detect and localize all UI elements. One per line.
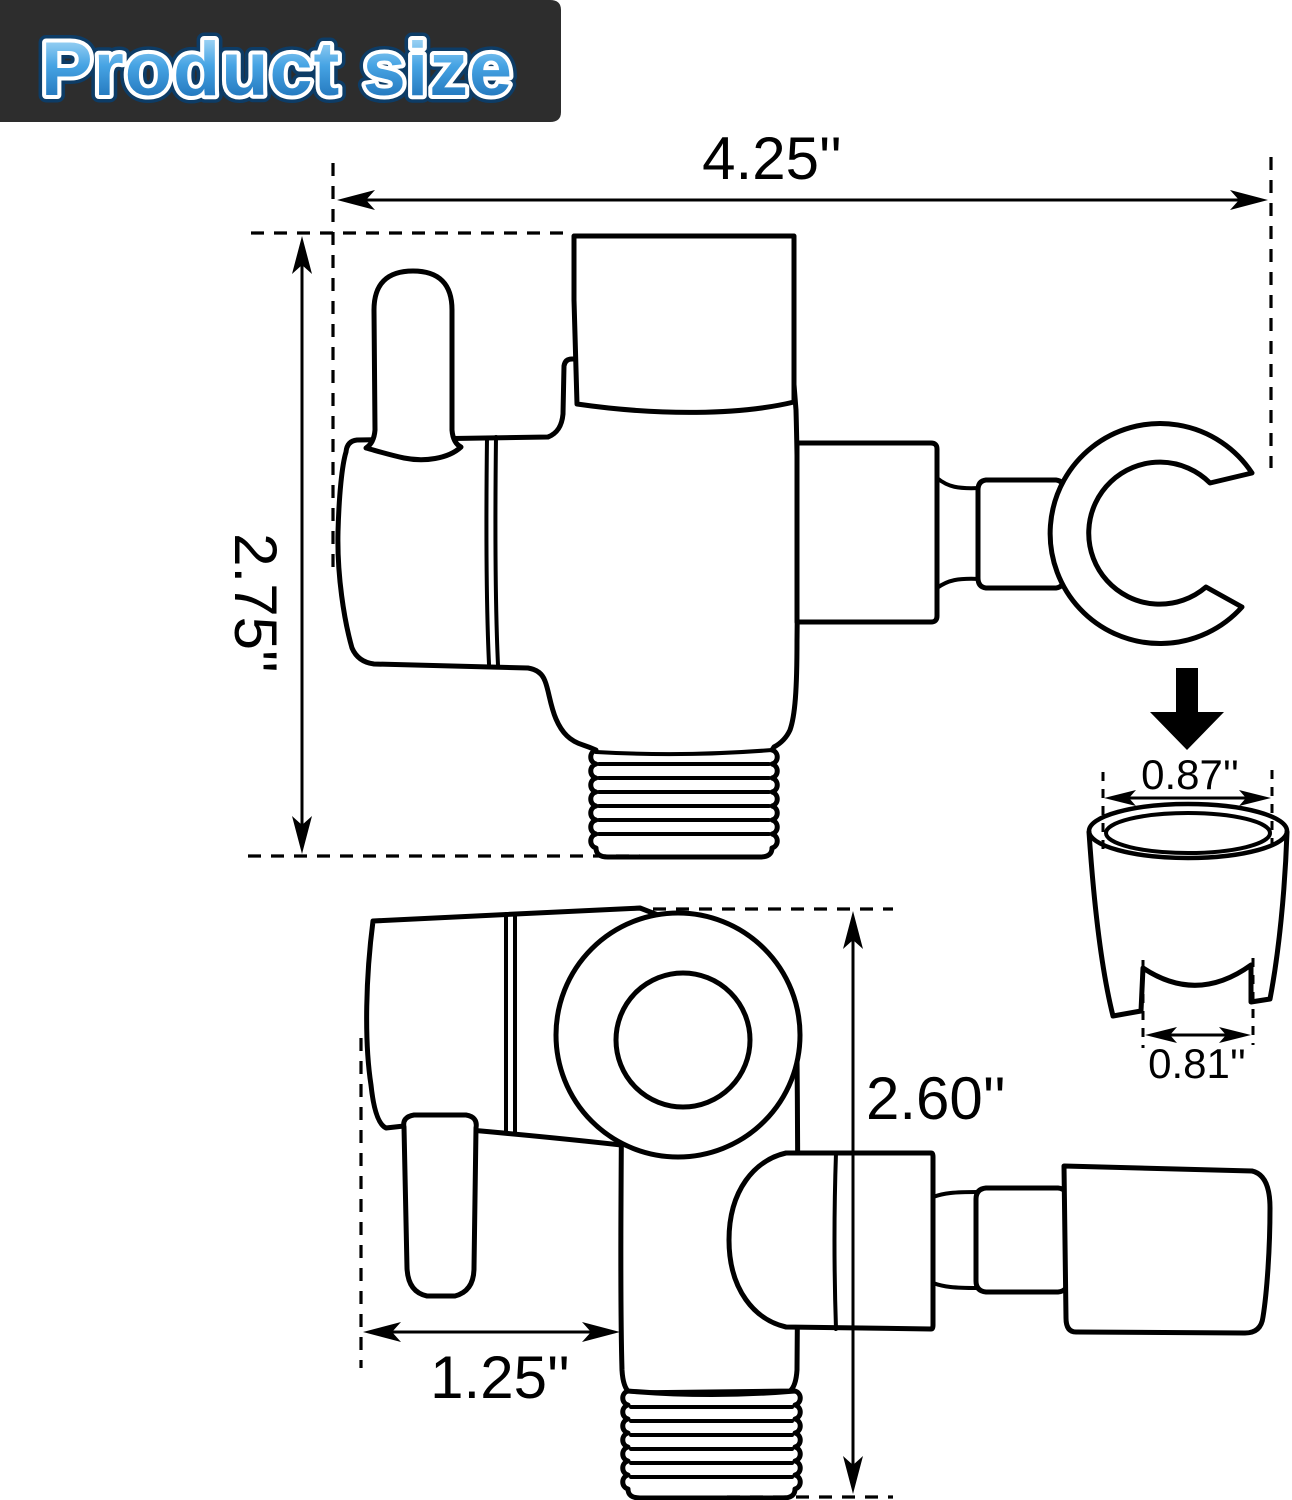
holder-cup-outer-rim	[1086, 801, 1290, 861]
diverter-lever	[363, 268, 464, 463]
arrowhead-right	[1230, 190, 1268, 210]
dimension-holder-bottom-width: 0.81''	[1145, 1027, 1251, 1087]
bottom-lever-handle	[401, 1112, 479, 1299]
thread-ridges-bottom-view	[629, 1405, 794, 1479]
arrowhead-right	[1219, 1027, 1251, 1043]
extension-lines	[248, 157, 1274, 1499]
arrowhead-left	[363, 1322, 401, 1342]
arrowhead-down	[843, 1456, 863, 1494]
arrowhead-up	[843, 911, 863, 949]
valve-body-outline	[335, 356, 801, 860]
holder-clip-c-shape	[1047, 421, 1255, 646]
top-view-drawing	[335, 233, 1255, 860]
arrowhead-left	[337, 190, 375, 210]
inlet-cylinder	[571, 233, 797, 415]
bottom-holder-side-view	[1061, 1163, 1273, 1336]
dimension-bottom-height: 2.60''	[843, 911, 1006, 1494]
banner-title-outline-dark: Product size	[41, 27, 513, 112]
arrowhead-left	[1145, 1027, 1177, 1043]
arrowhead-left	[1104, 790, 1136, 806]
bottom-threaded-connector	[620, 1388, 803, 1500]
bottom-arm-connector	[973, 1185, 1071, 1295]
rotation-knob-outer	[553, 910, 803, 1160]
label-bottom-height: 2.60''	[866, 1065, 1006, 1132]
side-outlet-block	[794, 440, 940, 625]
holder-cup-silhouette	[1086, 829, 1290, 1019]
banner-title-outline-light: Product size	[41, 27, 513, 112]
bottom-arm-neck-lines	[931, 1190, 979, 1290]
thread-ridges-top-view	[594, 748, 774, 836]
holder-neck-lines	[935, 476, 982, 590]
body-highlight-lines	[484, 435, 500, 667]
banner-background	[0, 0, 561, 122]
bottom-arm-cone	[726, 1150, 936, 1332]
label-top-height: 2.75''	[222, 533, 289, 673]
banner-title: Product size	[41, 27, 513, 112]
holder-detail-drawing	[1086, 801, 1290, 1019]
bottom-body-highlight-lines	[504, 912, 517, 1135]
bottom-view-drawing	[364, 905, 1273, 1500]
dimension-handle-width: 1.25''	[363, 1322, 620, 1411]
label-holder-bottom-width: 0.81''	[1148, 1040, 1246, 1087]
label-top-width: 4.25''	[702, 125, 842, 192]
label-handle-width: 1.25''	[430, 1344, 570, 1411]
holder-cup-inner-rim	[1104, 811, 1272, 855]
rotation-knob-inner	[613, 970, 753, 1110]
dimension-top-width: 4.25''	[337, 125, 1268, 210]
dimension-holder-top-width: 0.87''	[1104, 751, 1271, 806]
banner: Product size Product size Product size	[0, 0, 561, 122]
arrowhead-right	[1239, 790, 1271, 806]
arrowhead-up	[292, 236, 312, 274]
arrowhead-down	[292, 816, 312, 854]
label-holder-top-width: 0.87''	[1141, 751, 1239, 798]
arrowhead-right	[582, 1322, 620, 1342]
bottom-arm-cone-joint-line	[832, 1151, 838, 1331]
dimension-top-height: 2.75''	[222, 236, 312, 854]
down-arrow-icon	[1150, 668, 1224, 750]
